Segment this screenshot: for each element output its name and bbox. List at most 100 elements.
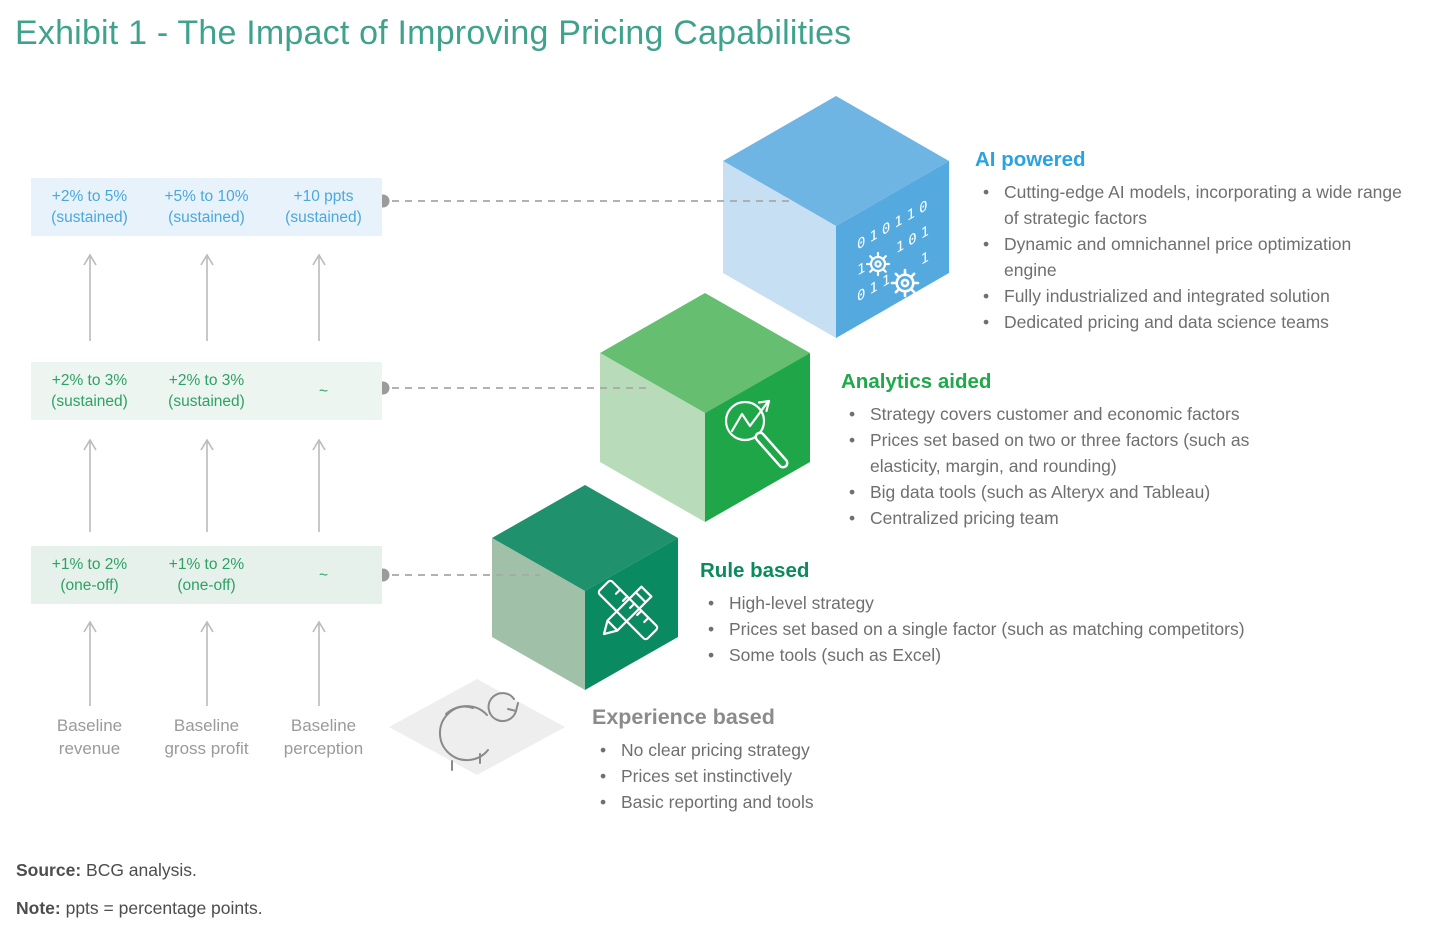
up-arrows bbox=[83, 253, 326, 706]
up-arrow-icon bbox=[312, 438, 326, 532]
binary-row: 011 1 bbox=[857, 245, 933, 306]
capability-bullet: Dedicated pricing and data science teams bbox=[975, 309, 1407, 335]
stat-value: +1% to 2% bbox=[168, 556, 245, 573]
up-arrow-icon bbox=[200, 620, 214, 706]
stat-cell: ~ bbox=[265, 546, 382, 604]
stat-note: (one-off) bbox=[60, 577, 119, 594]
baseline-labels: Baseline revenue Baseline gross profit B… bbox=[31, 714, 382, 760]
capability-ai-powered: AI powered Cutting-edge AI models, incor… bbox=[975, 148, 1407, 335]
capability-rule-based: Rule based High-level strategy Prices se… bbox=[700, 559, 1360, 668]
up-arrow-icon bbox=[83, 253, 97, 341]
impact-row-analytics: +2% to 3% (sustained) +2% to 3% (sustain… bbox=[31, 362, 382, 420]
capability-analytics-aided: Analytics aided Strategy covers customer… bbox=[841, 370, 1323, 531]
stat-note: (sustained) bbox=[285, 209, 362, 226]
capability-title: Analytics aided bbox=[841, 370, 992, 393]
ai-cube bbox=[723, 96, 949, 338]
impact-row-ai: +2% to 5% (sustained) +5% to 10% (sustai… bbox=[31, 178, 382, 236]
note-text: ppts = percentage points. bbox=[60, 897, 263, 918]
connector-row-1 bbox=[376, 194, 790, 208]
capability-bullet: Some tools (such as Excel) bbox=[700, 642, 1360, 668]
baseline-label: Baseline revenue bbox=[56, 716, 123, 758]
up-arrow-icon bbox=[83, 620, 97, 706]
analytics-cube bbox=[600, 293, 810, 522]
connector-row-2 bbox=[376, 381, 652, 395]
baseline-label: Baseline gross profit bbox=[164, 716, 249, 758]
capability-bullet-list: Strategy covers customer and economic fa… bbox=[841, 401, 1323, 531]
rule-cube-top-face bbox=[492, 485, 678, 591]
impact-row-rule: +1% to 2% (one-off) +1% to 2% (one-off) … bbox=[31, 546, 382, 604]
stat-note: (sustained) bbox=[51, 209, 128, 226]
up-arrow-icon bbox=[200, 438, 214, 532]
analytics-cube-top-face bbox=[600, 293, 810, 413]
stat-value: +5% to 10% bbox=[164, 188, 249, 205]
stat-cell: +2% to 3% (sustained) bbox=[31, 362, 148, 420]
note-line: Note: ppts = percentage points. bbox=[16, 898, 263, 919]
rule-based-cube bbox=[492, 485, 678, 690]
ruler-pencil-icon bbox=[597, 579, 659, 641]
chart-magnifier-icon bbox=[724, 399, 789, 469]
capability-bullet-list: High-level strategy Prices set based on … bbox=[700, 590, 1360, 668]
source-text: BCG analysis. bbox=[81, 859, 197, 880]
capability-bullet: High-level strategy bbox=[700, 590, 1360, 616]
experience-diamond bbox=[389, 679, 565, 775]
capability-bullet: Cutting-edge AI models, incorporating a … bbox=[975, 179, 1407, 231]
stat-note: (sustained) bbox=[168, 209, 245, 226]
connector-row-3 bbox=[376, 568, 540, 582]
capability-bullet: Fully industrialized and integrated solu… bbox=[975, 283, 1407, 309]
stat-value: ~ bbox=[318, 382, 329, 400]
stat-value: +2% to 3% bbox=[51, 372, 128, 389]
binary-row: 1 101 bbox=[857, 219, 933, 280]
up-arrow-icon bbox=[83, 438, 97, 532]
stat-value: ~ bbox=[318, 566, 329, 584]
stat-value: +1% to 2% bbox=[51, 556, 128, 573]
capability-bullet: Basic reporting and tools bbox=[592, 789, 1012, 815]
stat-note: (sustained) bbox=[51, 393, 128, 410]
stat-cell: +5% to 10% (sustained) bbox=[148, 178, 265, 236]
stat-note: (one-off) bbox=[177, 577, 236, 594]
up-arrow-icon bbox=[312, 620, 326, 706]
capability-bullet: Prices set based on two or three factors… bbox=[841, 427, 1323, 479]
stat-cell: +1% to 2% (one-off) bbox=[31, 546, 148, 604]
capability-bullet: Strategy covers customer and economic fa… bbox=[841, 401, 1323, 427]
gear-icon bbox=[890, 268, 920, 298]
note-label: Note: bbox=[16, 897, 61, 918]
stat-value: +2% to 3% bbox=[168, 372, 245, 389]
ai-cube-top-face bbox=[723, 96, 949, 226]
capability-title: AI powered bbox=[975, 148, 1086, 171]
stat-cell: +2% to 5% (sustained) bbox=[31, 178, 148, 236]
up-arrow-icon bbox=[312, 253, 326, 341]
capability-bullet-list: No clear pricing strategy Prices set ins… bbox=[592, 737, 1012, 815]
analytics-cube-right-face bbox=[705, 353, 810, 522]
stat-cell: +2% to 3% (sustained) bbox=[148, 362, 265, 420]
ai-cube-right-face bbox=[836, 161, 949, 338]
ai-cube-left-face bbox=[723, 161, 836, 338]
stat-cell: +1% to 2% (one-off) bbox=[148, 546, 265, 604]
rule-cube-left-face bbox=[492, 538, 585, 690]
stat-note: (sustained) bbox=[168, 393, 245, 410]
source-line: Source: BCG analysis. bbox=[16, 860, 197, 881]
capability-bullet-list: Cutting-edge AI models, incorporating a … bbox=[975, 179, 1407, 335]
capability-bullet: Prices set instinctively bbox=[592, 763, 1012, 789]
stat-cell: +10 ppts (sustained) bbox=[265, 178, 382, 236]
gear-icon bbox=[865, 251, 891, 277]
person-thinking-icon bbox=[438, 692, 519, 771]
capability-experience-based: Experience based No clear pricing strate… bbox=[592, 705, 1012, 815]
source-label: Source: bbox=[16, 859, 82, 880]
capability-bullet: Dynamic and omnichannel price optimizati… bbox=[975, 231, 1407, 283]
stat-cell: ~ bbox=[265, 362, 382, 420]
capability-bullet: Big data tools (such as Alteryx and Tabl… bbox=[841, 479, 1323, 505]
binary-row: 010110 bbox=[857, 194, 932, 254]
capability-title: Rule based bbox=[700, 559, 810, 582]
capability-bullet: Centralized pricing team bbox=[841, 505, 1323, 531]
binary-gears-icon: 010110 1 101 011 1 bbox=[857, 194, 933, 306]
up-arrow-icon bbox=[200, 253, 214, 341]
rule-cube-right-face bbox=[585, 538, 678, 690]
exhibit-title: Exhibit 1 - The Impact of Improving Pric… bbox=[15, 14, 852, 52]
stat-value: +2% to 5% bbox=[51, 188, 128, 205]
capability-title: Experience based bbox=[592, 705, 775, 729]
baseline-label: Baseline perception bbox=[283, 716, 364, 758]
stat-value: +10 ppts bbox=[293, 188, 354, 205]
capability-bullet: No clear pricing strategy bbox=[592, 737, 1012, 763]
analytics-cube-left-face bbox=[600, 353, 705, 522]
